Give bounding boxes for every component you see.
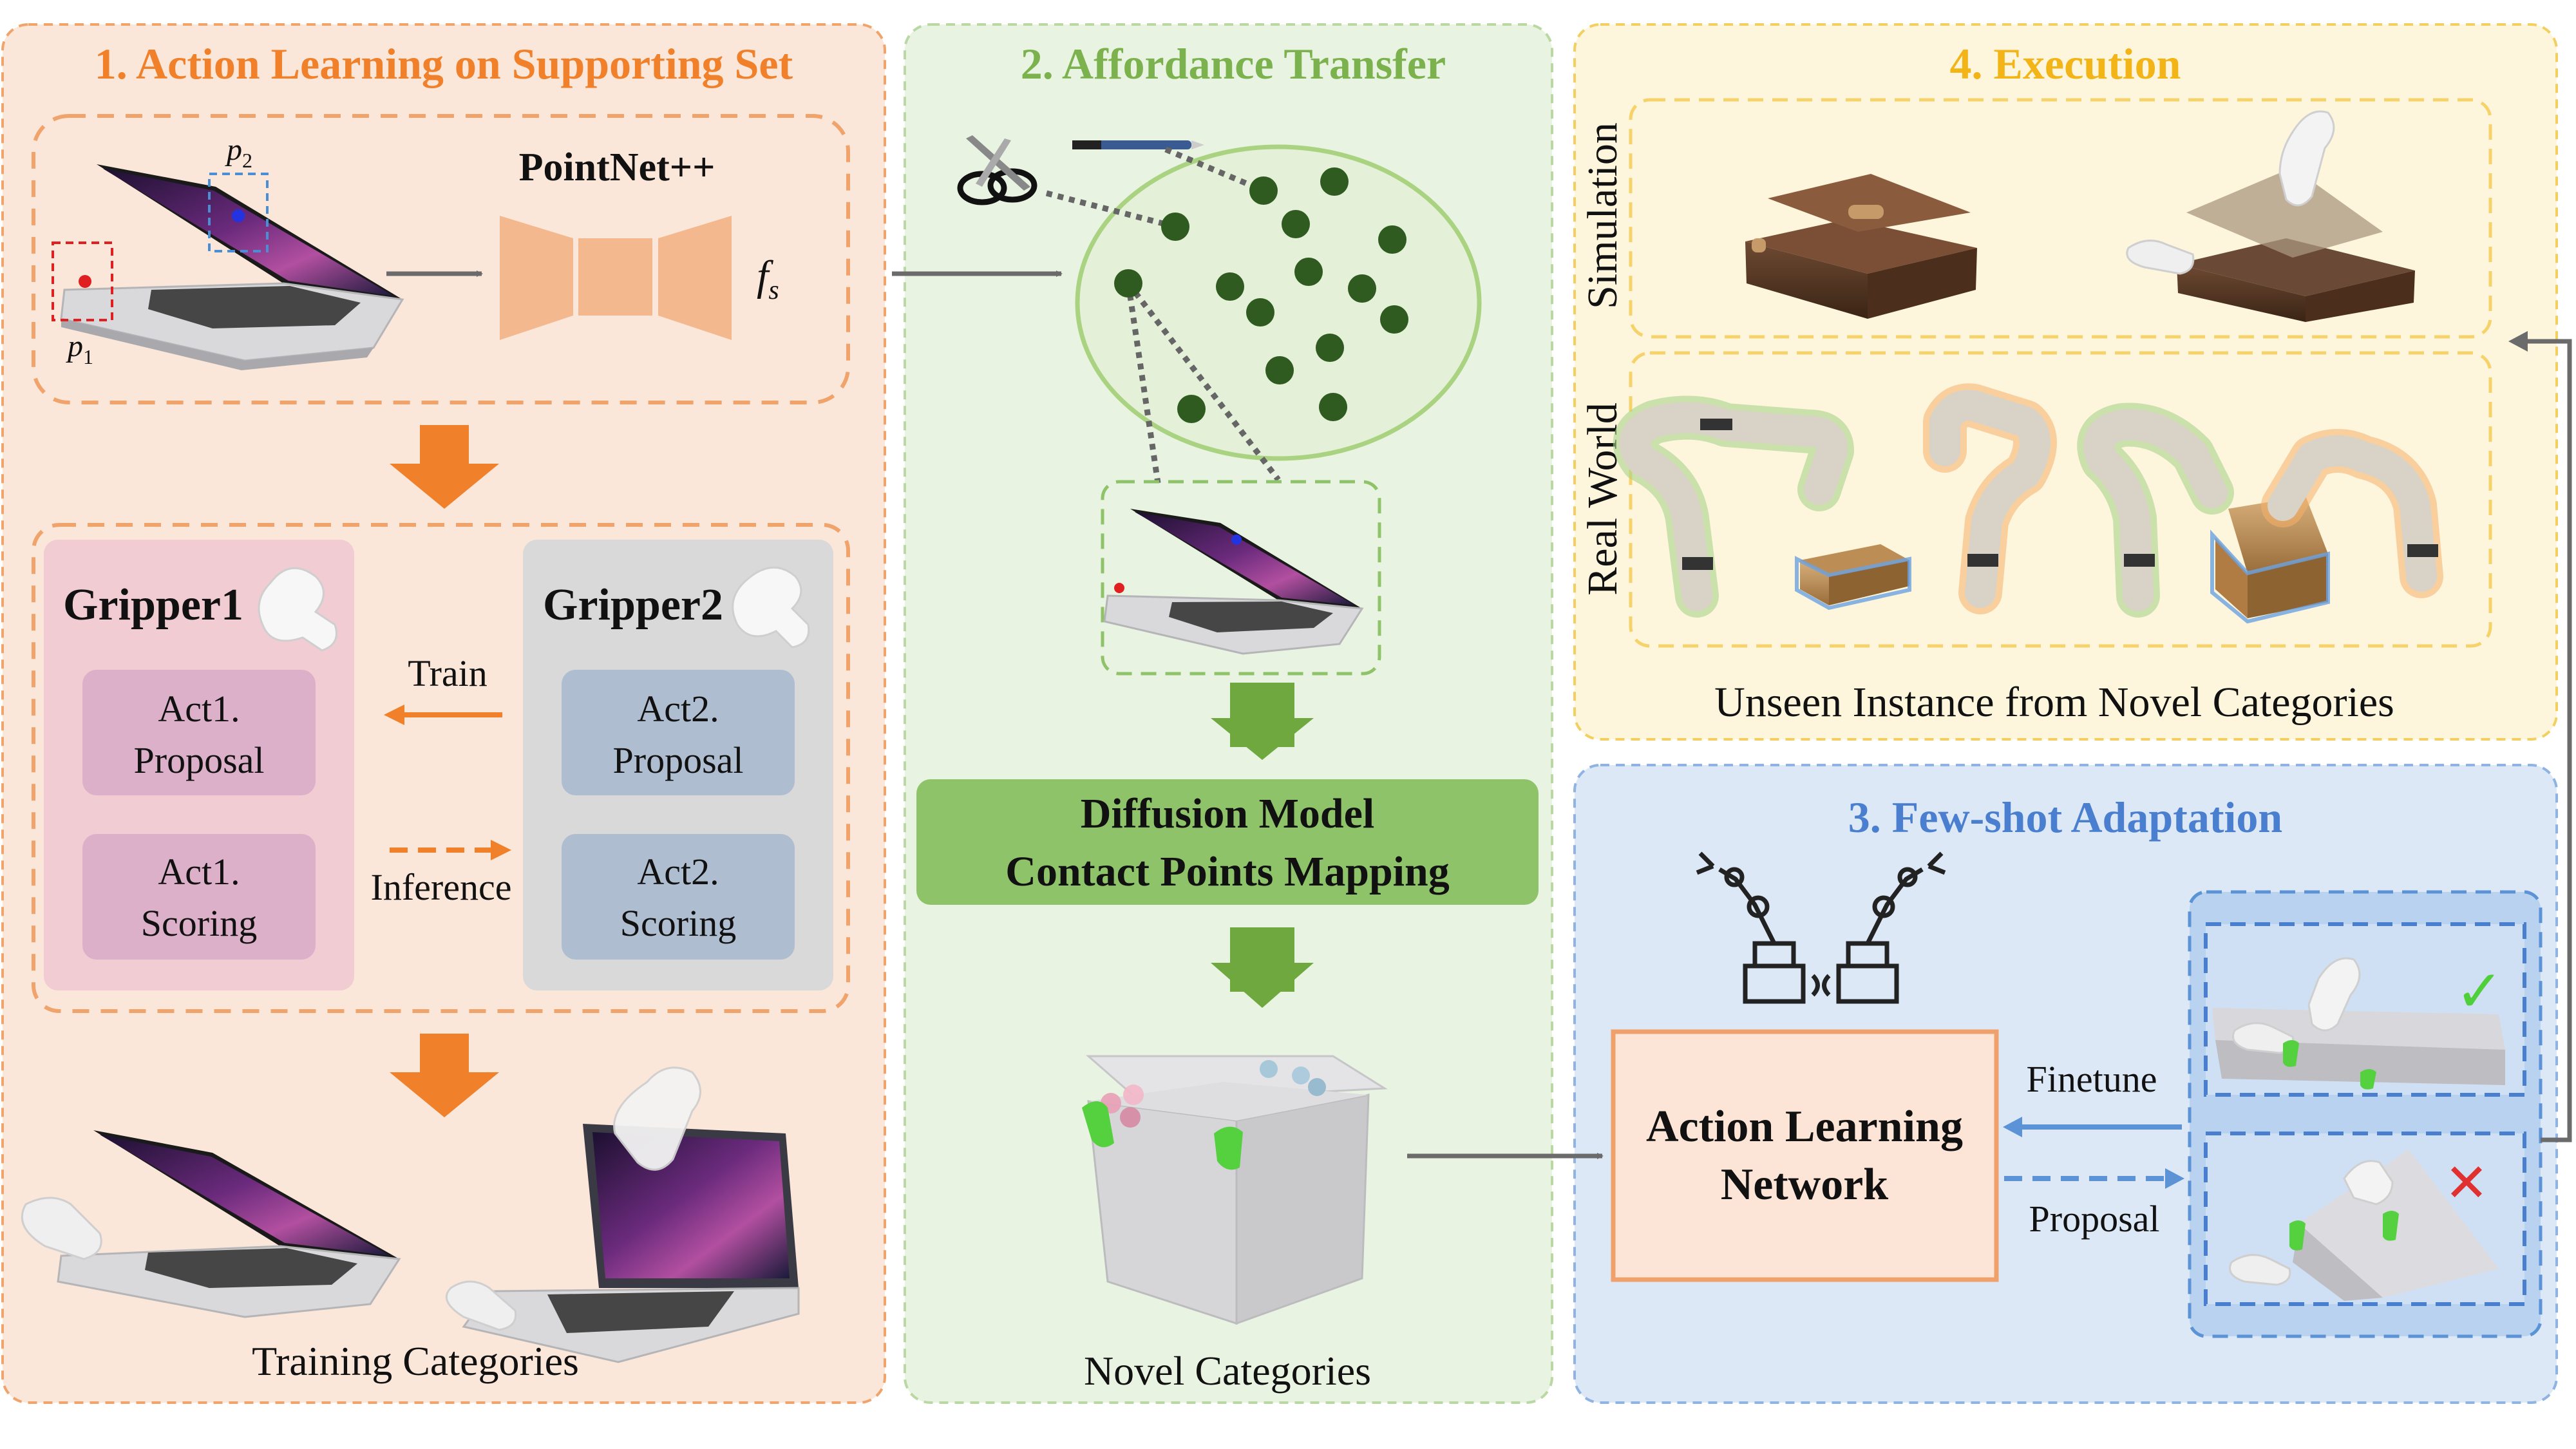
green-arrow-1-head <box>1211 718 1314 760</box>
point-cloud-ellipse <box>1075 144 1482 461</box>
down-arrow-1 <box>390 425 499 509</box>
novel-storage-box <box>1082 1055 1388 1325</box>
sim-box-opened-with-gripper <box>2126 110 2415 322</box>
panel-execution: 4. Execution Simulation Real World <box>1573 23 2558 741</box>
act2-proposal-line2: Proposal <box>613 739 744 781</box>
pen-icon <box>1072 140 1204 149</box>
gripper-section-box <box>32 523 850 1013</box>
finetune-label: Finetune <box>2027 1058 2157 1100</box>
laptop-illustration <box>60 164 404 370</box>
robot-arm-4 <box>2261 429 2443 598</box>
scissors-icon <box>957 135 1037 205</box>
act2-scoring-box <box>562 834 795 960</box>
act1-scoring-line1: Act1. <box>158 851 240 893</box>
gripper2-icon <box>732 566 810 649</box>
proposal-arrowhead <box>2165 1168 2184 1189</box>
point-cloud-dots <box>1114 167 1408 423</box>
feedback-arrow-to-execution <box>2515 339 2572 1142</box>
contact-point-1-dot <box>79 275 91 288</box>
train-arrowhead <box>384 705 404 725</box>
inference-arrowhead <box>491 840 511 860</box>
panel-few-shot: 3. Few-shot Adaptation Action Learning N… <box>1407 764 2558 1404</box>
pointnet-encoder-shape <box>500 216 732 340</box>
gripper1-title: Gripper1 <box>63 580 243 630</box>
simulation-label: Simulation <box>1579 122 1626 309</box>
sim-box-closed <box>1745 174 1977 319</box>
panel-action-learning: 1. Action Learning on Supporting Set p1 … <box>1 23 886 1404</box>
panel-execution-title: 4. Execution <box>1950 39 2181 88</box>
laptop-target-box <box>1101 480 1381 676</box>
failure-x-icon: ✕ <box>2445 1153 2489 1214</box>
panel-few-shot-title: 3. Few-shot Adaptation <box>1848 793 2282 842</box>
diffusion-model-box <box>916 779 1539 905</box>
act2-proposal-box <box>562 670 795 795</box>
robot-arm-1 <box>1613 395 1854 618</box>
green-arrow-2-head <box>1211 963 1314 1008</box>
real-world-row-box <box>1629 351 2492 648</box>
affordance-laptop <box>1103 509 1364 655</box>
contact-point-2-label: p2 <box>225 133 252 172</box>
robot-arm-2 <box>1923 383 2057 614</box>
diffusion-model-line1: Diffusion Model <box>1081 790 1375 837</box>
panel-execution-bg <box>1573 23 2558 741</box>
pointnet-input-box <box>32 114 850 404</box>
act1-scoring-line2: Scoring <box>141 902 257 944</box>
panel-action-learning-title: 1. Action Learning on Supporting Set <box>95 39 793 88</box>
act1-proposal-line1: Act1. <box>158 688 240 730</box>
act1-proposal-line2: Proposal <box>134 739 265 781</box>
finetune-arrowhead <box>2003 1117 2022 1137</box>
pointnet-label: PointNet++ <box>519 146 715 189</box>
gripper1-icon <box>258 567 337 652</box>
panel-affordance-transfer: 2. Affordance Transfer <box>892 23 1553 1404</box>
contact-point-1-label: p1 <box>66 329 93 368</box>
cardboard-box-open <box>2210 496 2330 624</box>
unseen-instance-caption: Unseen Instance from Novel Categories <box>1714 679 2394 726</box>
down-arrow-2 <box>390 1034 499 1117</box>
proposal-label: Proposal <box>2029 1198 2160 1240</box>
contact-point-2-box <box>208 173 269 252</box>
cardboard-box-closed <box>1795 544 1911 611</box>
feedback-arrowhead <box>2508 331 2528 352</box>
action-learning-network-line1: Action Learning <box>1646 1102 1963 1151</box>
train-label: Train <box>408 652 488 694</box>
act1-proposal-box <box>82 670 316 795</box>
failure-grasp-illustration <box>2229 1150 2499 1301</box>
contact-point-2-dot <box>232 209 245 222</box>
act2-scoring-line2: Scoring <box>620 902 736 944</box>
act1-scoring-box <box>82 834 316 960</box>
act2-scoring-line1: Act2. <box>637 851 719 893</box>
novel-categories-caption: Novel Categories <box>1084 1348 1371 1394</box>
inference-label: Inference <box>371 866 512 908</box>
training-categories-caption: Training Categories <box>252 1338 579 1384</box>
action-learning-network-line2: Network <box>1721 1160 1889 1209</box>
action-learning-network-box <box>1611 1029 1999 1282</box>
contact-point-1-box <box>52 242 113 321</box>
success-grasp-illustration <box>2212 957 2505 1090</box>
robot-arm-3 <box>2077 402 2234 618</box>
robot-arms-icon <box>1696 851 1946 1004</box>
act2-proposal-line1: Act2. <box>637 688 719 730</box>
training-laptop-left <box>21 1130 401 1318</box>
training-laptop-right <box>445 1066 800 1363</box>
gripper2-title: Gripper2 <box>543 580 723 630</box>
diffusion-model-line2: Contact Points Mapping <box>1005 848 1449 895</box>
success-check-icon: ✓ <box>2455 958 2503 1025</box>
panel-affordance-transfer-title: 2. Affordance Transfer <box>1021 39 1446 88</box>
